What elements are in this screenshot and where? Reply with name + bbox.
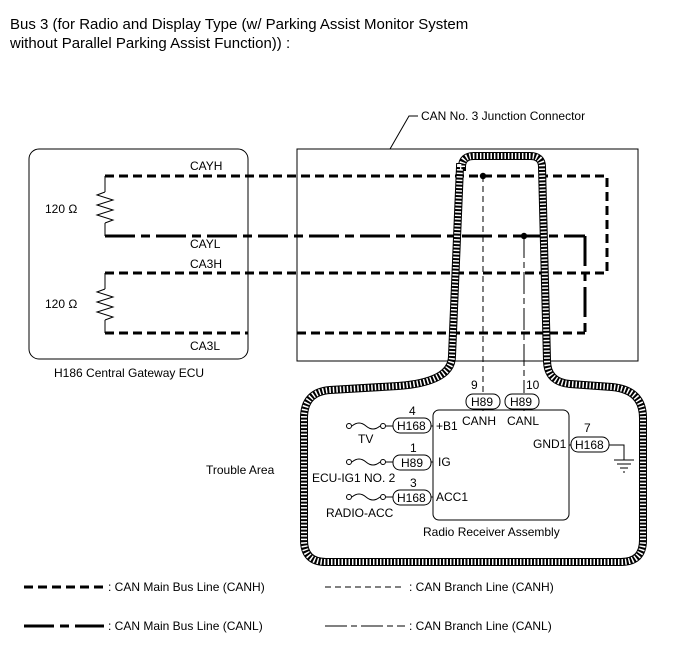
- resistor-bottom-label: 120 Ω: [45, 297, 77, 311]
- canh-terminal-name: CANH: [462, 414, 496, 428]
- trouble-area-outline: [300, 152, 647, 566]
- fuse-terminal-tv-icon: [346, 423, 352, 429]
- gnd-pin-number: 7: [584, 421, 591, 435]
- acc-terminal-name: ACC1: [436, 490, 468, 504]
- pin-label-ca3h: CA3H: [190, 257, 222, 271]
- fuse-tv-label: TV: [358, 432, 373, 446]
- trouble-area-label: Trouble Area: [206, 463, 275, 477]
- fuse-radio-acc-icon: [351, 493, 381, 501]
- junction-connector-box: [296, 148, 639, 362]
- pin-label-ca3l: CA3L: [190, 339, 220, 353]
- radio-receiver-assembly-label: Radio Receiver Assembly: [423, 525, 560, 539]
- legend-branch-canl-label: : CAN Branch Line (CANL): [409, 619, 552, 633]
- resistor-top-label: 120 Ω: [45, 202, 77, 216]
- junction-connector-label: CAN No. 3 Junction Connector: [421, 109, 585, 123]
- ground-icon: [614, 459, 634, 473]
- b1-pin-number: 4: [409, 404, 416, 418]
- junction-leader-line: [389, 115, 418, 150]
- ig-terminal-name: IG: [438, 455, 451, 469]
- pin-label-cayl: CAYL: [190, 237, 221, 251]
- fuse-tv-icon: [351, 422, 381, 430]
- acc-pin-number: 3: [410, 476, 417, 490]
- main-bus-canh-loop-1: [105, 174, 609, 275]
- legend-main-canl-label: : CAN Main Bus Line (CANL): [108, 619, 263, 633]
- fuse-terminal-ig-icon: [346, 459, 352, 465]
- legend-branch-canh-label: : CAN Branch Line (CANH): [409, 580, 554, 594]
- central-gateway-ecu-label: H186 Central Gateway ECU: [54, 366, 204, 380]
- fuse-ecu-ig1-label: ECU-IG1 NO. 2: [312, 471, 396, 485]
- acc-connector-code: H168: [397, 491, 426, 505]
- canh-connector-code: H89: [471, 395, 493, 409]
- ig-pin-number: 1: [410, 441, 417, 455]
- b1-terminal-name: +B1: [436, 419, 458, 433]
- canh-pin-number: 9: [471, 378, 478, 392]
- resistor-bottom-icon: [95, 288, 115, 321]
- central-gateway-ecu-box: [28, 148, 249, 360]
- canl-pin-number: 10: [526, 378, 540, 392]
- radio-receiver-assembly-box: [432, 409, 570, 521]
- resistor-top-icon: [95, 191, 115, 224]
- legend-main-canh-label: : CAN Main Bus Line (CANH): [108, 580, 265, 594]
- canl-terminal-name: CANL: [507, 414, 539, 428]
- fuse-terminal-acc-icon: [346, 494, 352, 500]
- pin-label-cayh: CAYH: [190, 159, 222, 173]
- ig-connector-code: H89: [401, 456, 423, 470]
- b1-connector-code: H168: [397, 419, 426, 433]
- gnd-connector-code: H168: [575, 438, 604, 452]
- diagram-title-line2: without Parallel Parking Assist Function…: [9, 35, 290, 52]
- gnd-terminal-name: GND1: [533, 437, 567, 451]
- canl-connector-badge: [504, 393, 540, 410]
- canl-connector-code: H89: [510, 395, 532, 409]
- diagram-title-line1: Bus 3 (for Radio and Display Type (w/ Pa…: [10, 16, 468, 33]
- fuse-ecu-ig1-icon: [351, 458, 381, 466]
- fuse-radio-acc-label: RADIO-ACC: [326, 506, 394, 520]
